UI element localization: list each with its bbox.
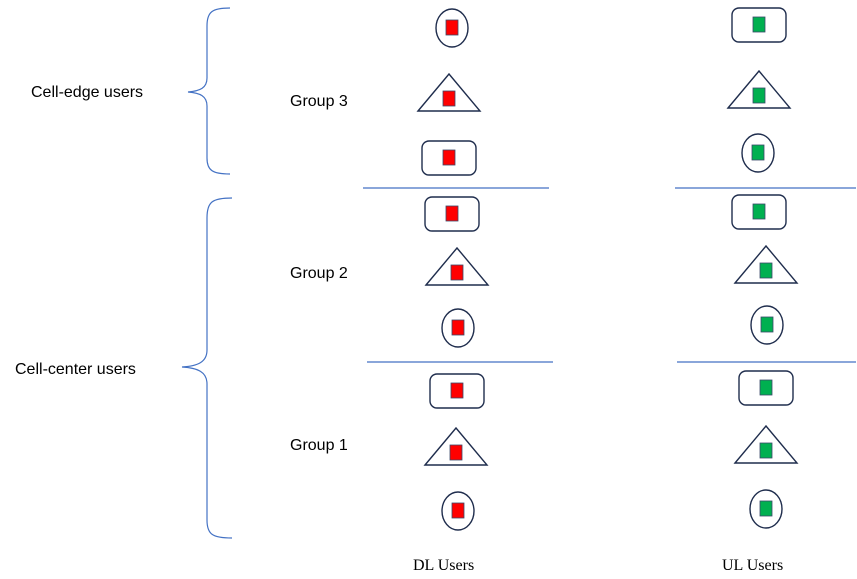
dl-marker-square [445, 19, 459, 36]
dl-user-triangle [424, 246, 490, 286]
ul-marker-square [759, 442, 773, 459]
rounded-rect-outline [429, 373, 485, 409]
group-2-label: Group 2 [290, 265, 348, 282]
triangle-outline [416, 72, 482, 112]
ul-user-rounded-rect [731, 7, 787, 43]
dl-user-circle [441, 308, 475, 348]
ul-user-rounded-rect [731, 194, 787, 230]
ul-user-circle [749, 489, 783, 529]
dl-marker-square [451, 502, 465, 519]
dl-marker-square [442, 90, 456, 107]
cell-edge-bracket [187, 7, 231, 175]
dl-user-rounded-rect [424, 196, 480, 232]
dl-marker-square [450, 264, 464, 281]
group-1-label: Group 1 [290, 437, 348, 454]
ul-user-rounded-rect [738, 370, 794, 406]
rounded-rect-outline [424, 196, 480, 232]
ul-marker-square [759, 379, 773, 396]
dl-marker-square [450, 382, 464, 399]
ul-marker-square [752, 203, 766, 220]
cell-center-bracket [181, 197, 233, 539]
dl-user-rounded-rect [421, 140, 477, 176]
ul-users-label: UL Users [722, 557, 783, 574]
cell-edge-label: Cell-edge users [31, 84, 143, 101]
dl-marker-square [445, 205, 459, 222]
dl-marker-square [451, 319, 465, 336]
rounded-rect-outline [731, 7, 787, 43]
rounded-rect-outline [738, 370, 794, 406]
ul-user-circle [741, 133, 775, 173]
ul-marker-square [759, 262, 773, 279]
circle-outline [435, 8, 469, 48]
ul-user-circle [750, 305, 784, 345]
rounded-rect-outline [421, 140, 477, 176]
group-3-label: Group 3 [290, 93, 348, 110]
dl-user-circle [435, 8, 469, 48]
ul-users-column [726, 7, 799, 529]
dl-users-column [416, 8, 490, 531]
dl-users-label: DL Users [413, 557, 474, 574]
triangle-outline [424, 246, 490, 286]
ul-user-triangle [726, 69, 792, 109]
cell-center-label: Cell-center users [15, 361, 136, 378]
circle-outline [750, 305, 784, 345]
ul-marker-square [751, 144, 765, 161]
dl-user-rounded-rect [429, 373, 485, 409]
ul-user-triangle [733, 244, 799, 284]
ul-user-triangle [733, 424, 799, 464]
triangle-outline [423, 426, 489, 466]
ul-marker-square [760, 316, 774, 333]
dl-user-circle [441, 491, 475, 531]
dl-user-triangle [423, 426, 489, 466]
circle-outline [441, 308, 475, 348]
ul-marker-square [759, 500, 773, 517]
ul-marker-square [752, 87, 766, 104]
dl-user-triangle [416, 72, 482, 112]
triangle-outline [726, 69, 792, 109]
circle-outline [441, 491, 475, 531]
rounded-rect-outline [731, 194, 787, 230]
circle-outline [741, 133, 775, 173]
dl-marker-square [449, 444, 463, 461]
dl-marker-square [442, 149, 456, 166]
triangle-outline [733, 424, 799, 464]
circle-outline [749, 489, 783, 529]
ul-marker-square [752, 16, 766, 33]
triangle-outline [733, 244, 799, 284]
